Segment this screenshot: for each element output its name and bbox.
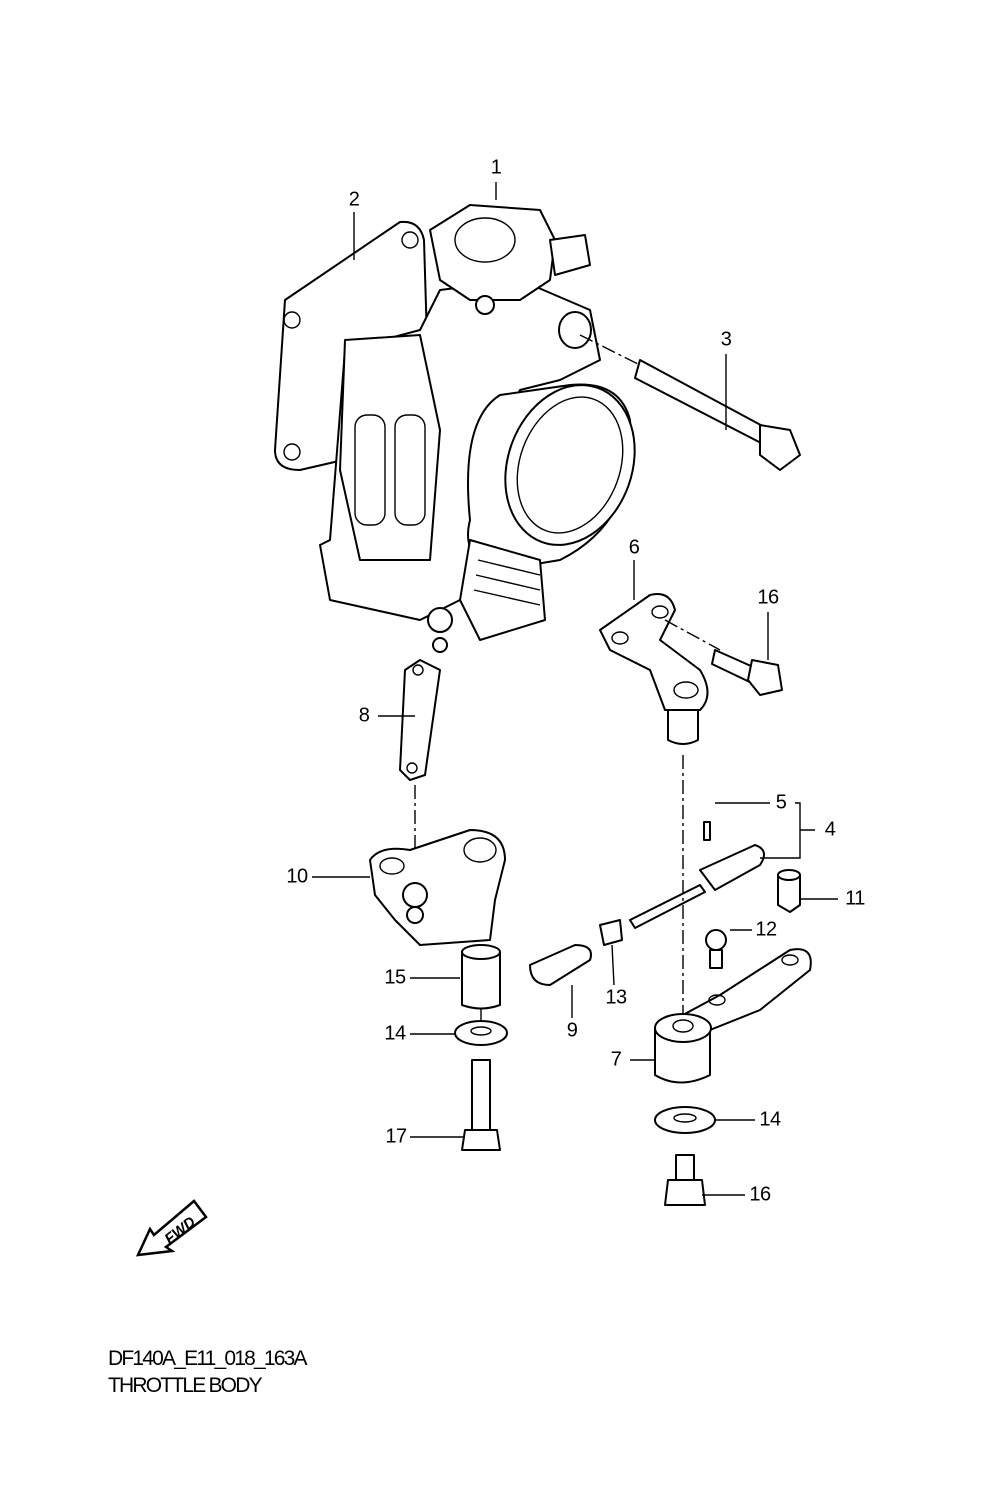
lever-10 xyxy=(369,829,506,946)
bracket-6 xyxy=(599,593,709,711)
joint-9 xyxy=(529,944,592,986)
bolt-17 xyxy=(471,1059,491,1131)
callout-15: 15 xyxy=(384,966,406,989)
callout-10: 10 xyxy=(286,865,308,888)
diagram-title: THROTTLE BODY xyxy=(108,1374,263,1397)
callout-7: 7 xyxy=(610,1048,622,1071)
ball-stud-12 xyxy=(705,929,727,951)
callout-3: 3 xyxy=(720,328,732,351)
callout-9: 9 xyxy=(566,1019,578,1042)
lever-7 xyxy=(654,948,812,1084)
callout-16b: 16 xyxy=(749,1183,771,1206)
throttle-position-sensor xyxy=(429,204,556,301)
callout-11: 11 xyxy=(845,887,865,910)
bolt-3 xyxy=(634,359,771,446)
callout-5: 5 xyxy=(775,791,787,814)
bolt-16b xyxy=(675,1154,695,1181)
diagram-code: DF140A_E11_018_163A xyxy=(108,1347,308,1370)
callout-4: 4 xyxy=(824,818,836,841)
callout-12: 12 xyxy=(755,918,777,941)
fwd-arrow-icon: FWD xyxy=(135,1197,208,1262)
callout-6: 6 xyxy=(628,536,640,559)
washer-14 xyxy=(454,1020,508,1046)
callout-13: 13 xyxy=(605,986,627,1009)
pin-5 xyxy=(703,821,711,841)
callout-1: 1 xyxy=(490,156,502,179)
collar-15 xyxy=(461,951,501,1010)
callout-16: 16 xyxy=(757,586,779,609)
washer-14b xyxy=(654,1106,716,1134)
rod-4 xyxy=(629,884,706,929)
callout-8: 8 xyxy=(358,704,370,727)
rod-8 xyxy=(399,659,441,781)
diagram-caption: DF140A_E11_018_163A THROTTLE BODY xyxy=(108,1345,308,1399)
callout-14: 14 xyxy=(384,1022,406,1045)
callout-17: 17 xyxy=(385,1125,407,1148)
callout-2: 2 xyxy=(348,188,360,211)
nut-13 xyxy=(599,919,623,946)
callout-14b: 14 xyxy=(759,1108,781,1131)
